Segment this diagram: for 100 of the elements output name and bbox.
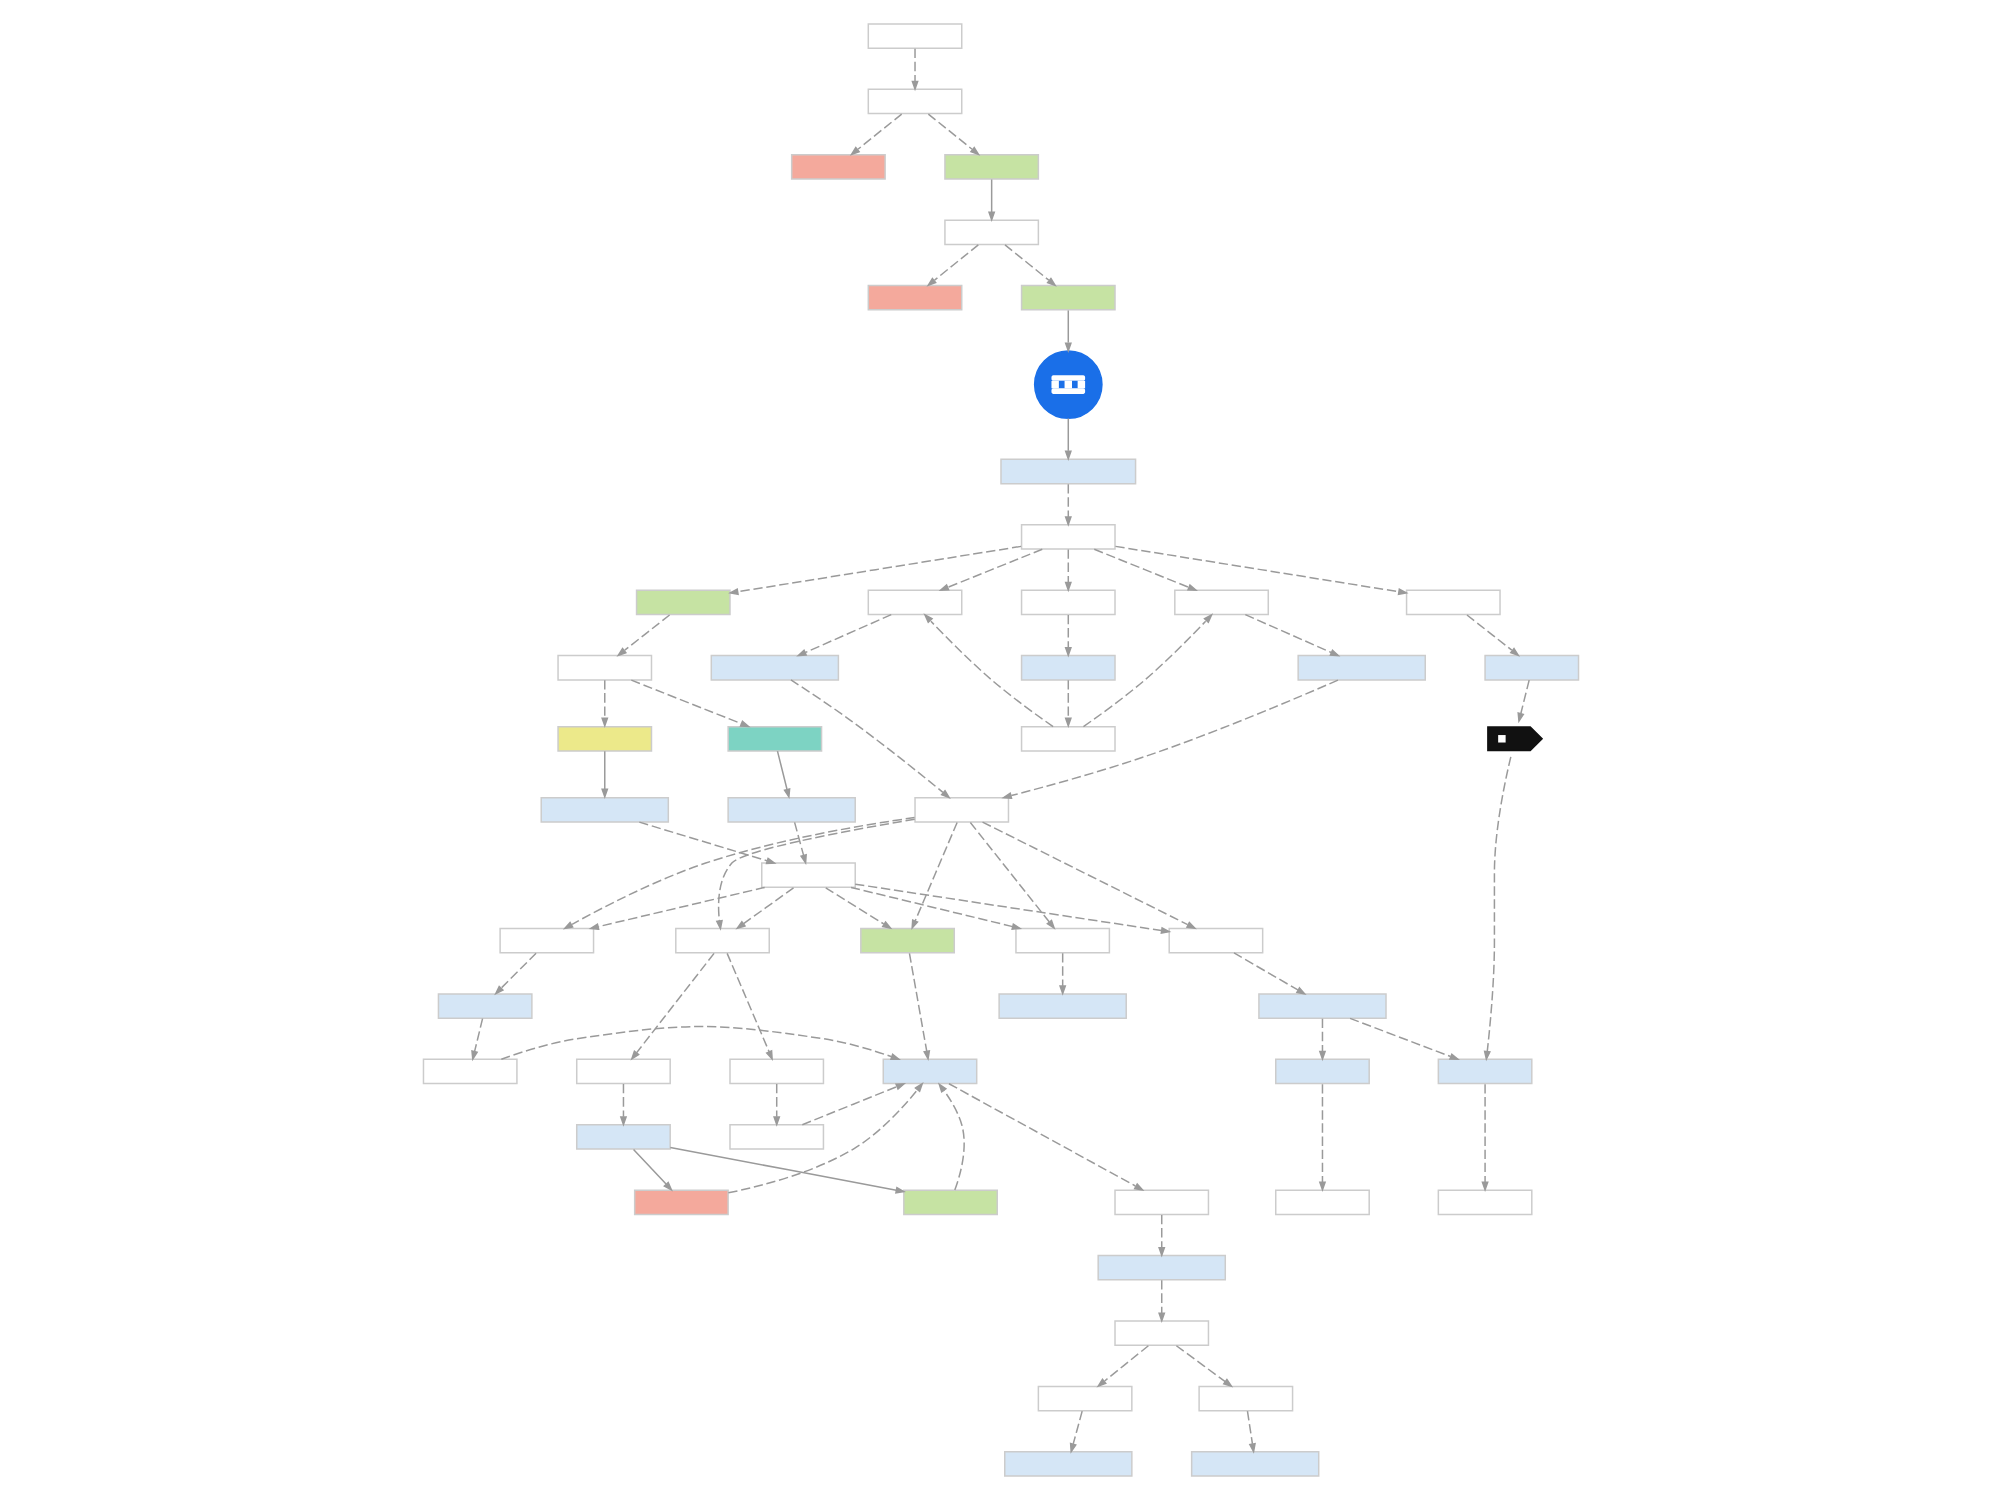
arrow	[1245, 1410, 1255, 1454]
arrow	[789, 679, 950, 799]
node-box	[421, 1058, 517, 1085]
arrow	[1063, 548, 1071, 593]
arrow	[637, 821, 776, 865]
node-box	[726, 796, 855, 823]
node-box	[1274, 1189, 1369, 1216]
arrow	[980, 821, 1196, 930]
arrow	[600, 679, 608, 729]
node-box	[999, 458, 1136, 485]
node-box	[726, 725, 822, 752]
arrow	[1482, 756, 1511, 1062]
node-box	[859, 927, 954, 954]
arrow	[615, 614, 670, 657]
arrow	[734, 887, 794, 930]
node-box	[498, 927, 594, 954]
arrow	[1348, 1017, 1460, 1061]
node-box	[575, 1124, 670, 1150]
node-box	[1019, 654, 1115, 681]
arrow	[727, 545, 1021, 596]
node-box	[1189, 1451, 1319, 1477]
arrow	[925, 244, 979, 287]
node-box	[728, 1058, 824, 1085]
node-box	[709, 654, 839, 681]
arrow	[1232, 952, 1306, 995]
arrow	[775, 750, 790, 800]
arrow	[849, 886, 1022, 931]
node-box	[789, 153, 885, 180]
node-box	[1019, 524, 1115, 550]
node-box	[1019, 589, 1115, 616]
arrow	[726, 1082, 923, 1194]
node-box	[1096, 1254, 1226, 1281]
arrow	[1243, 613, 1340, 657]
node-box	[634, 589, 730, 616]
node-box	[1113, 1320, 1209, 1347]
node-box	[556, 654, 652, 681]
node-box	[913, 796, 1009, 823]
node-box	[760, 862, 855, 889]
arrow	[824, 887, 892, 930]
arrow	[1003, 244, 1056, 287]
node-box	[1436, 1058, 1532, 1085]
node-box	[728, 1124, 824, 1150]
arrow	[947, 1083, 1144, 1191]
node-box	[997, 993, 1126, 1019]
arrow	[1480, 1083, 1488, 1192]
arrow	[910, 821, 957, 931]
node-box	[902, 1189, 997, 1216]
node-box	[1019, 725, 1115, 752]
node-box	[866, 88, 962, 115]
arrow	[1092, 548, 1198, 591]
arrow	[587, 886, 765, 931]
arrow	[1095, 1345, 1149, 1388]
arrow	[499, 1025, 900, 1060]
arrow	[1465, 614, 1520, 657]
arrow	[800, 1082, 906, 1126]
arrow	[629, 952, 714, 1061]
arrow	[600, 750, 608, 800]
node-box	[436, 993, 532, 1019]
node-box	[1197, 1385, 1293, 1412]
arrow	[1000, 679, 1338, 800]
arrow	[668, 1146, 905, 1194]
node-box	[943, 219, 1039, 246]
arrow	[493, 952, 536, 996]
node-box	[575, 1058, 670, 1085]
arrow	[1058, 952, 1066, 996]
arrow	[1174, 1345, 1233, 1388]
arrow	[561, 816, 915, 930]
arrow	[968, 821, 1055, 930]
arrow	[618, 1083, 627, 1127]
arrow	[795, 613, 891, 657]
arrow	[1063, 614, 1071, 658]
arrow	[1063, 483, 1071, 527]
arrow	[772, 1083, 780, 1127]
arrow	[1113, 545, 1408, 596]
node-box	[1483, 654, 1579, 681]
node-box	[1404, 589, 1500, 616]
arrow	[907, 952, 930, 1062]
node-box	[943, 153, 1039, 180]
node-box	[556, 725, 652, 752]
node-box	[866, 589, 962, 616]
node-box	[1296, 654, 1425, 681]
arrow	[848, 113, 902, 156]
node-picture	[1032, 350, 1102, 419]
arrow	[922, 613, 1053, 728]
node-box	[866, 284, 962, 311]
arrow	[1157, 1214, 1165, 1258]
arrow	[987, 178, 995, 223]
arrow	[1317, 1083, 1326, 1192]
node-box	[1014, 927, 1110, 954]
arrow	[1063, 309, 1071, 353]
arrow	[714, 818, 915, 931]
node-box	[1436, 1189, 1532, 1216]
arrow	[1157, 1279, 1165, 1323]
arrow	[926, 113, 980, 156]
arrow	[631, 1148, 672, 1192]
node-box	[1113, 1189, 1209, 1216]
arrow	[937, 548, 1043, 591]
arrow	[1516, 679, 1529, 724]
node-picture	[1486, 726, 1543, 752]
arrow	[1068, 1410, 1082, 1454]
